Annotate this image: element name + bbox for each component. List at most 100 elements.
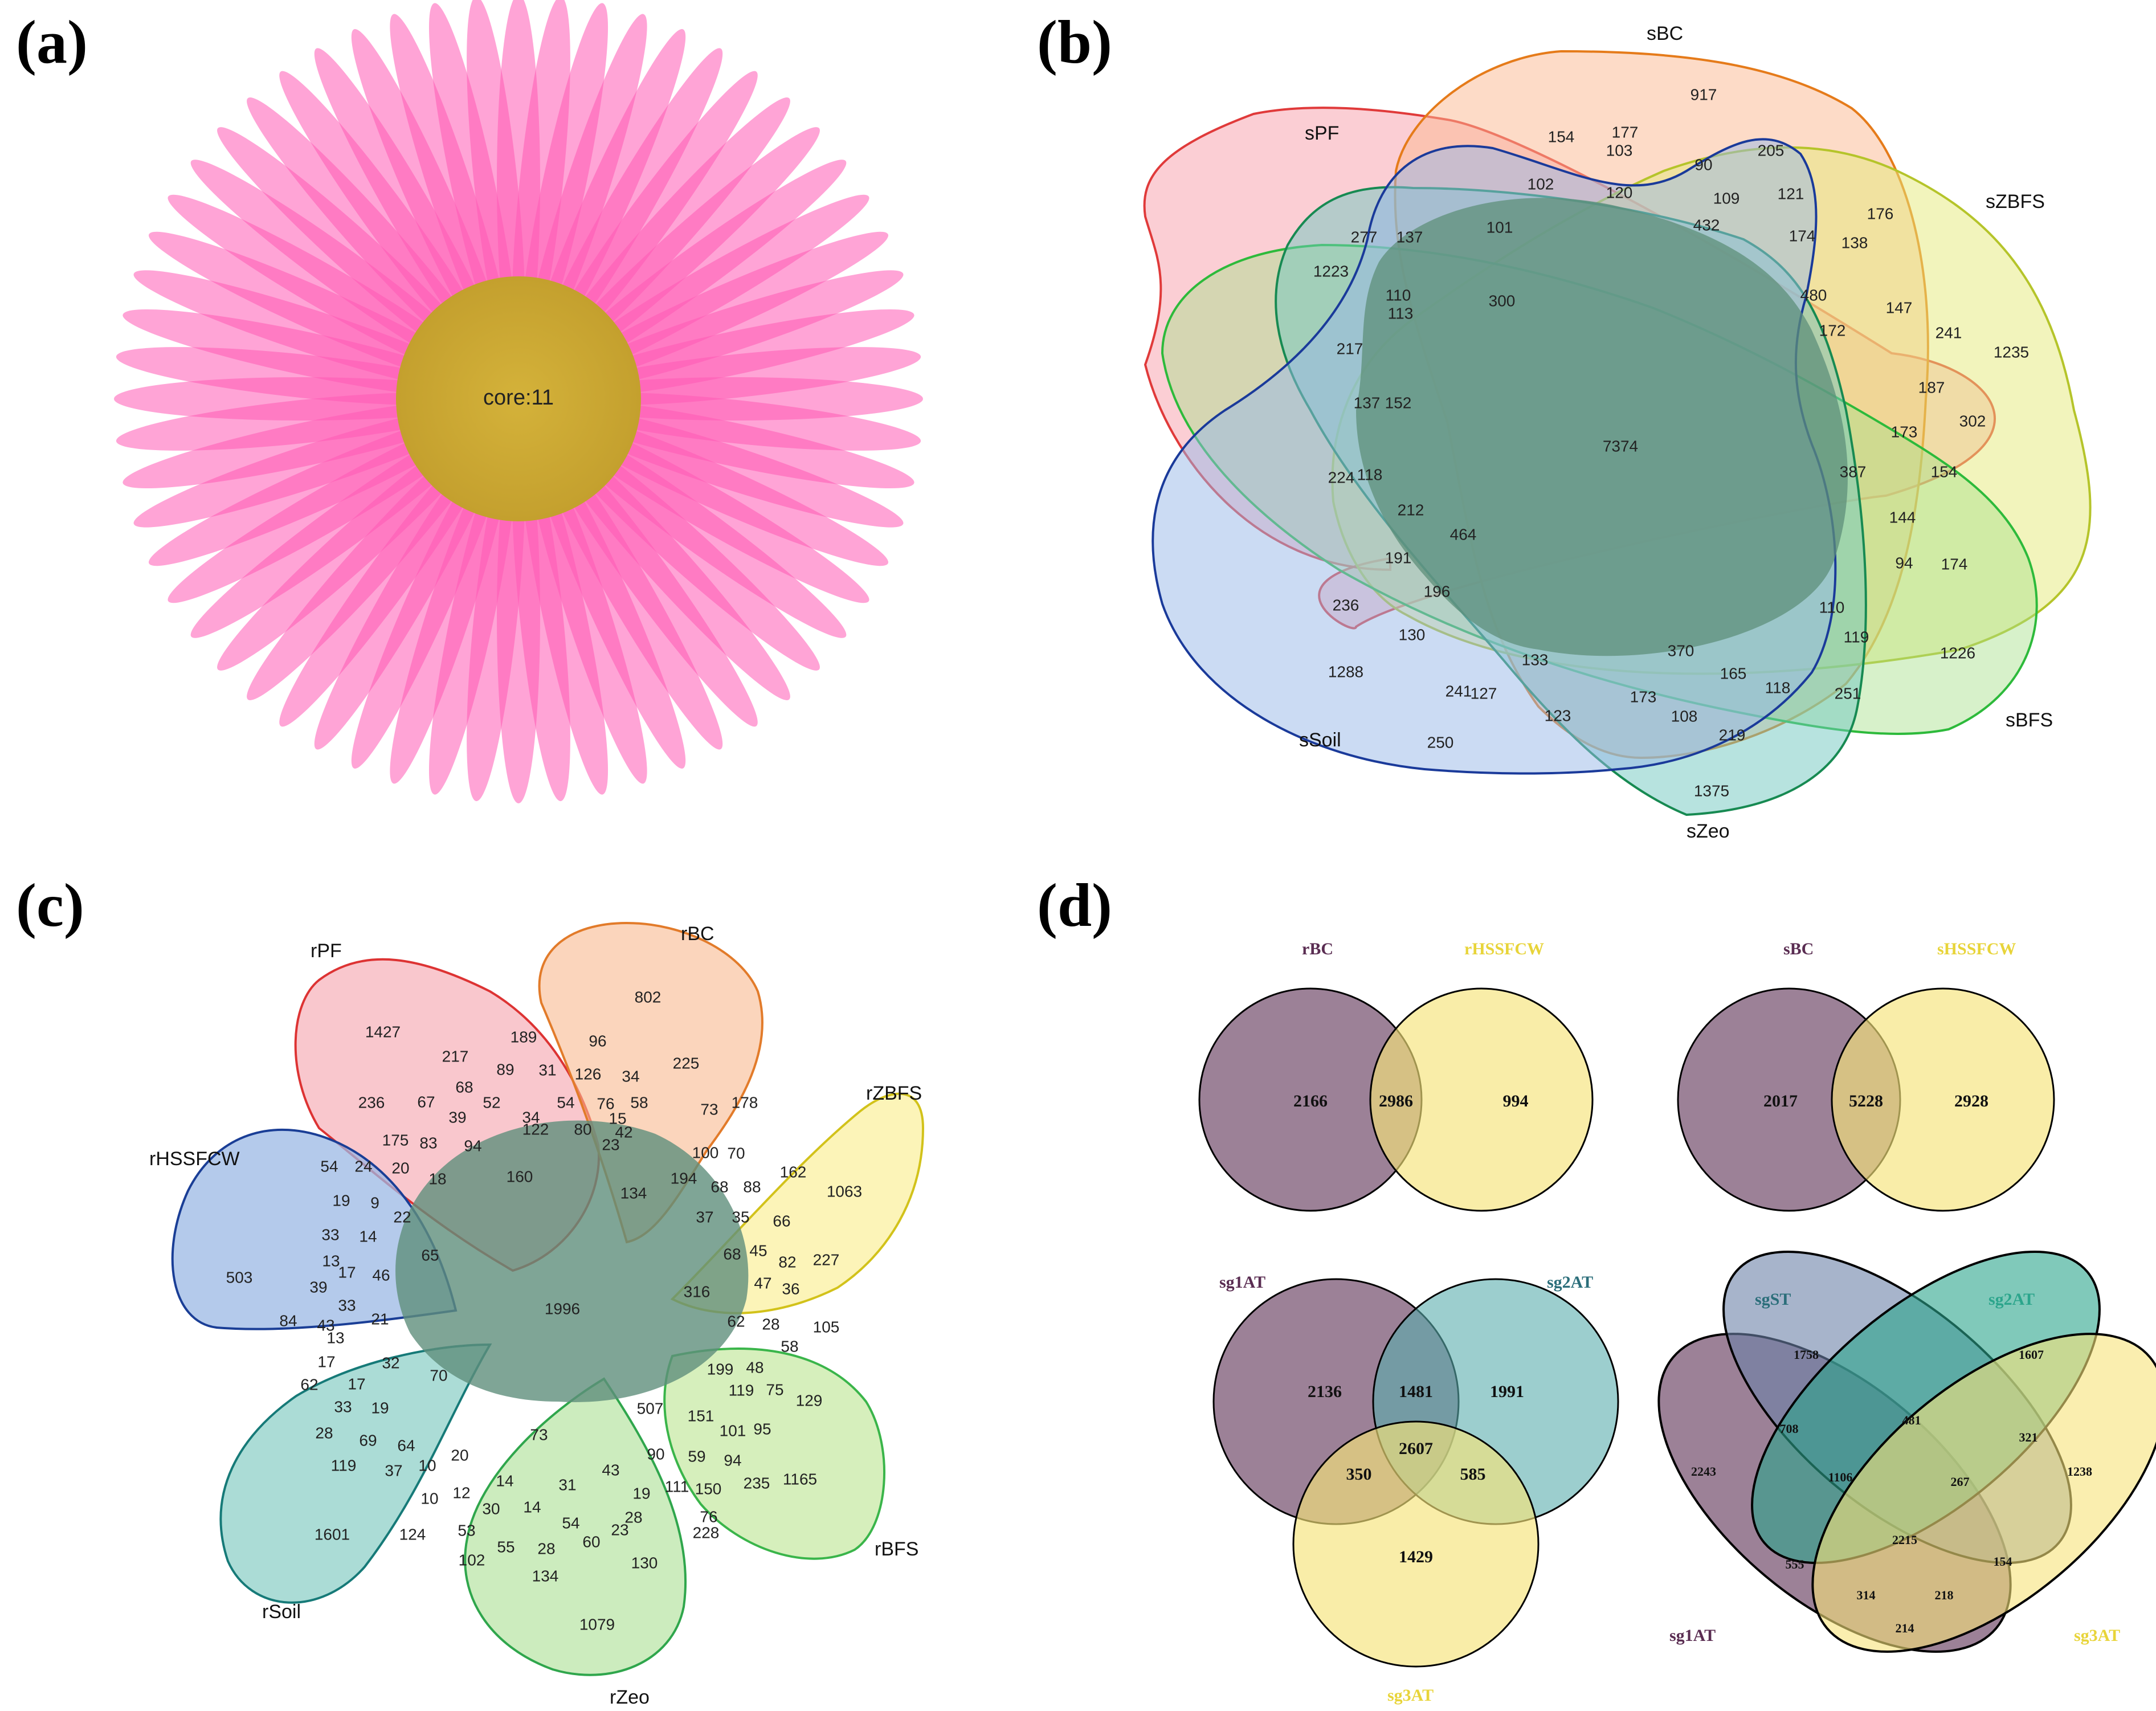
region-value: 54	[320, 1157, 338, 1175]
value-sg3AT-only: 1429	[1399, 1547, 1433, 1566]
region-value: 70	[430, 1366, 447, 1384]
region-value: 110	[1386, 286, 1411, 304]
region-value: 94	[724, 1451, 741, 1469]
region-value: 1238	[2067, 1464, 2092, 1479]
region-value: 68	[455, 1078, 473, 1096]
region-value: 250	[1427, 733, 1454, 751]
region-value: 83	[419, 1134, 437, 1151]
core-label: core:11	[483, 386, 554, 410]
set-label-rPF: rPF	[311, 940, 342, 962]
region-value: 88	[743, 1178, 761, 1195]
region-value: 127	[1471, 684, 1497, 702]
value-sg2AT-only: 1991	[1490, 1382, 1524, 1401]
ellipse-sg3AT	[1811, 1333, 2156, 1653]
set-label-sHSSFCW: sHSSFCW	[1937, 940, 2016, 958]
region-value: 302	[1959, 412, 1986, 430]
region-value: 55	[497, 1538, 514, 1555]
value-sBC-sHSSFCW: 5228	[1849, 1092, 1883, 1110]
value-rBC-rHSSFCW: 2986	[1379, 1092, 1413, 1110]
region-value: 108	[1671, 707, 1698, 725]
region-value: 31	[558, 1476, 576, 1493]
region-value: 165	[1720, 664, 1747, 682]
region-value: 90	[1694, 156, 1712, 173]
region-value: 70	[727, 1144, 745, 1162]
region-value: 503	[226, 1268, 253, 1286]
set-region-rZeo	[464, 1377, 687, 1676]
region-value: 137	[1354, 394, 1381, 411]
region-value: 321	[2019, 1430, 2038, 1444]
value-sg2AT-sg3AT: 585	[1460, 1465, 1486, 1484]
set-label-sg3AT: sg3AT	[2074, 1626, 2120, 1645]
region-value: 36	[782, 1280, 799, 1297]
region-value: 13	[326, 1329, 344, 1346]
panel-d-label: (d)	[1037, 872, 1112, 940]
region-value: 101	[720, 1422, 746, 1439]
region-value: 48	[746, 1358, 763, 1376]
region-value: 28	[762, 1315, 779, 1333]
region-value: 109	[1713, 189, 1740, 207]
region-value: 126	[575, 1065, 602, 1083]
region-value: 154	[1548, 128, 1575, 145]
region-value: 1106	[1828, 1470, 1853, 1484]
region-value: 251	[1835, 684, 1861, 702]
value-sg1AT-only: 2136	[1308, 1382, 1342, 1401]
region-value: 214	[1896, 1621, 1914, 1635]
region-value: 37	[385, 1461, 402, 1479]
region-value: 1226	[1940, 644, 1975, 661]
region-value: 1223	[1313, 262, 1349, 280]
region-value: 17	[348, 1375, 365, 1393]
set-label-sSoil: sSoil	[1299, 729, 1341, 751]
region-value: 37	[696, 1208, 713, 1226]
region-value: 464	[1450, 525, 1477, 543]
region-value: 432	[1693, 216, 1720, 234]
region-value: 228	[693, 1524, 720, 1541]
region-value: 370	[1668, 642, 1694, 659]
region-value: 18	[428, 1170, 446, 1187]
region-value: 162	[780, 1163, 807, 1181]
region-value: 154	[1931, 463, 1958, 480]
region-value: 138	[1841, 234, 1868, 251]
venn-6set	[1143, 50, 2092, 816]
set-label-rZBFS: rZBFS	[866, 1083, 922, 1104]
region-value: 34	[522, 1108, 540, 1126]
region-value: 96	[589, 1032, 606, 1050]
venn-2set-sBC-sHSSFCW: sBC sHSSFCW 2017 5228 2928	[1677, 940, 2055, 1212]
region-value: 1079	[579, 1615, 615, 1633]
region-value: 118	[1357, 465, 1383, 483]
region-value: 54	[562, 1514, 579, 1532]
region-value: 130	[631, 1554, 658, 1571]
region-value: 1375	[1694, 782, 1729, 799]
set-label-sZBFS: sZBFS	[1986, 191, 2045, 213]
region-value: 1235	[1994, 343, 2029, 361]
region-value: 102	[459, 1551, 485, 1569]
region-value: 217	[442, 1047, 469, 1065]
region-value: 219	[1719, 726, 1746, 744]
value-all-three: 2607	[1399, 1439, 1433, 1458]
venn-2set-rBC-rHSSFCW: rBC rHSSFCW 2166 2986 994	[1198, 940, 1594, 1212]
set-label-rZeo: rZeo	[610, 1687, 650, 1708]
region-value: 100	[692, 1144, 719, 1161]
region-value: 121	[1778, 185, 1804, 202]
region-value: 1288	[1328, 663, 1363, 680]
region-value: 19	[632, 1484, 650, 1502]
region-value: 58	[781, 1337, 798, 1355]
region-value: 205	[1758, 141, 1785, 159]
set-label-rBFS: rBFS	[875, 1538, 918, 1560]
region-value: 151	[688, 1407, 714, 1424]
region-value: 189	[511, 1028, 537, 1046]
value-sg1AT-sg2AT: 1481	[1399, 1382, 1433, 1401]
region-value: 13	[322, 1252, 340, 1269]
region-value: 173	[1891, 423, 1918, 440]
region-value: 137	[1396, 228, 1423, 246]
region-value: 236	[358, 1093, 385, 1111]
region-value: 218	[1935, 1588, 1954, 1602]
region-value: 480	[1800, 286, 1827, 304]
set-label-rHSSFCW: rHSSFCW	[149, 1148, 240, 1170]
region-value: 144	[1889, 508, 1916, 526]
region-value: 173	[1630, 688, 1657, 705]
region-value: 34	[622, 1067, 639, 1085]
panel-a: (a) core:11	[16, 0, 923, 803]
region-value: 224	[1328, 468, 1355, 486]
